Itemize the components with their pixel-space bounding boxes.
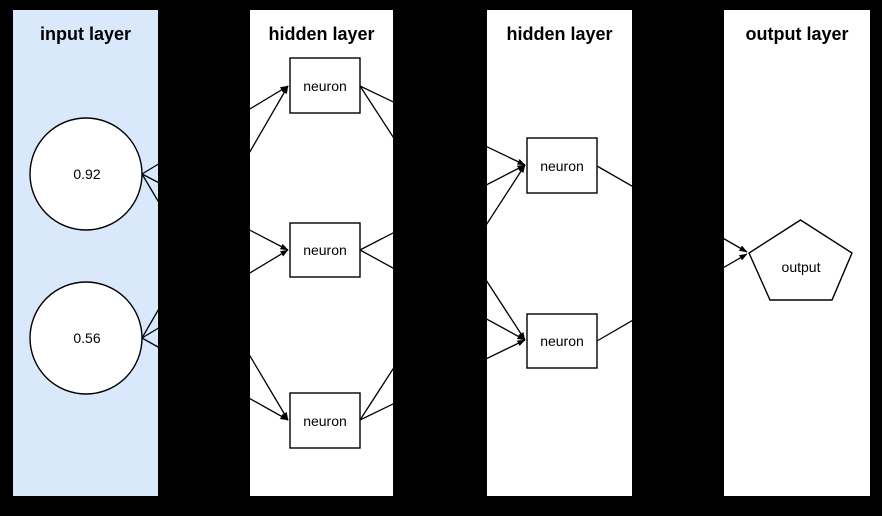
input-node-1	[29, 117, 143, 231]
hidden2-neuron-2	[526, 313, 598, 369]
connection-line	[596, 253, 748, 342]
connection-line	[359, 164, 526, 421]
connection-line	[359, 249, 526, 341]
output-node-label: output	[782, 259, 821, 275]
connection-line	[359, 85, 526, 166]
connection-line	[596, 165, 748, 253]
connection-line	[359, 85, 526, 341]
hidden1-neuron-2	[289, 222, 361, 278]
hidden2-neuron-1-label: neuron	[540, 158, 584, 174]
layer-title-hidden-2: hidden layer	[506, 24, 612, 44]
input-node-2-label: 0.56	[73, 330, 100, 346]
input-node-2	[29, 281, 143, 395]
input-node-1-label: 0.92	[73, 166, 100, 182]
connection-line	[141, 85, 289, 175]
connection-line	[141, 173, 289, 421]
output-node	[748, 219, 853, 301]
layer-panel-input	[13, 10, 158, 496]
layer-title-output: output layer	[745, 24, 848, 44]
hidden1-neuron-2-label: neuron	[303, 242, 347, 258]
hidden1-neuron-1	[289, 57, 361, 114]
hidden2-neuron-1	[526, 137, 598, 194]
connection-line	[141, 85, 289, 339]
connection-line	[359, 164, 526, 251]
layer-title-hidden-1: hidden layer	[268, 24, 374, 44]
hidden2-neuron-2-label: neuron	[540, 333, 584, 349]
connection-line	[359, 339, 526, 421]
hidden1-neuron-1-label: neuron	[303, 78, 347, 94]
connections	[141, 85, 748, 421]
layer-title-input: input layer	[40, 24, 131, 44]
hidden1-neuron-3-label: neuron	[303, 413, 347, 429]
layer-panel-hidden-2	[487, 10, 632, 496]
hidden1-neuron-3	[289, 392, 361, 449]
connection-line	[141, 337, 289, 421]
connection-line	[141, 249, 289, 339]
